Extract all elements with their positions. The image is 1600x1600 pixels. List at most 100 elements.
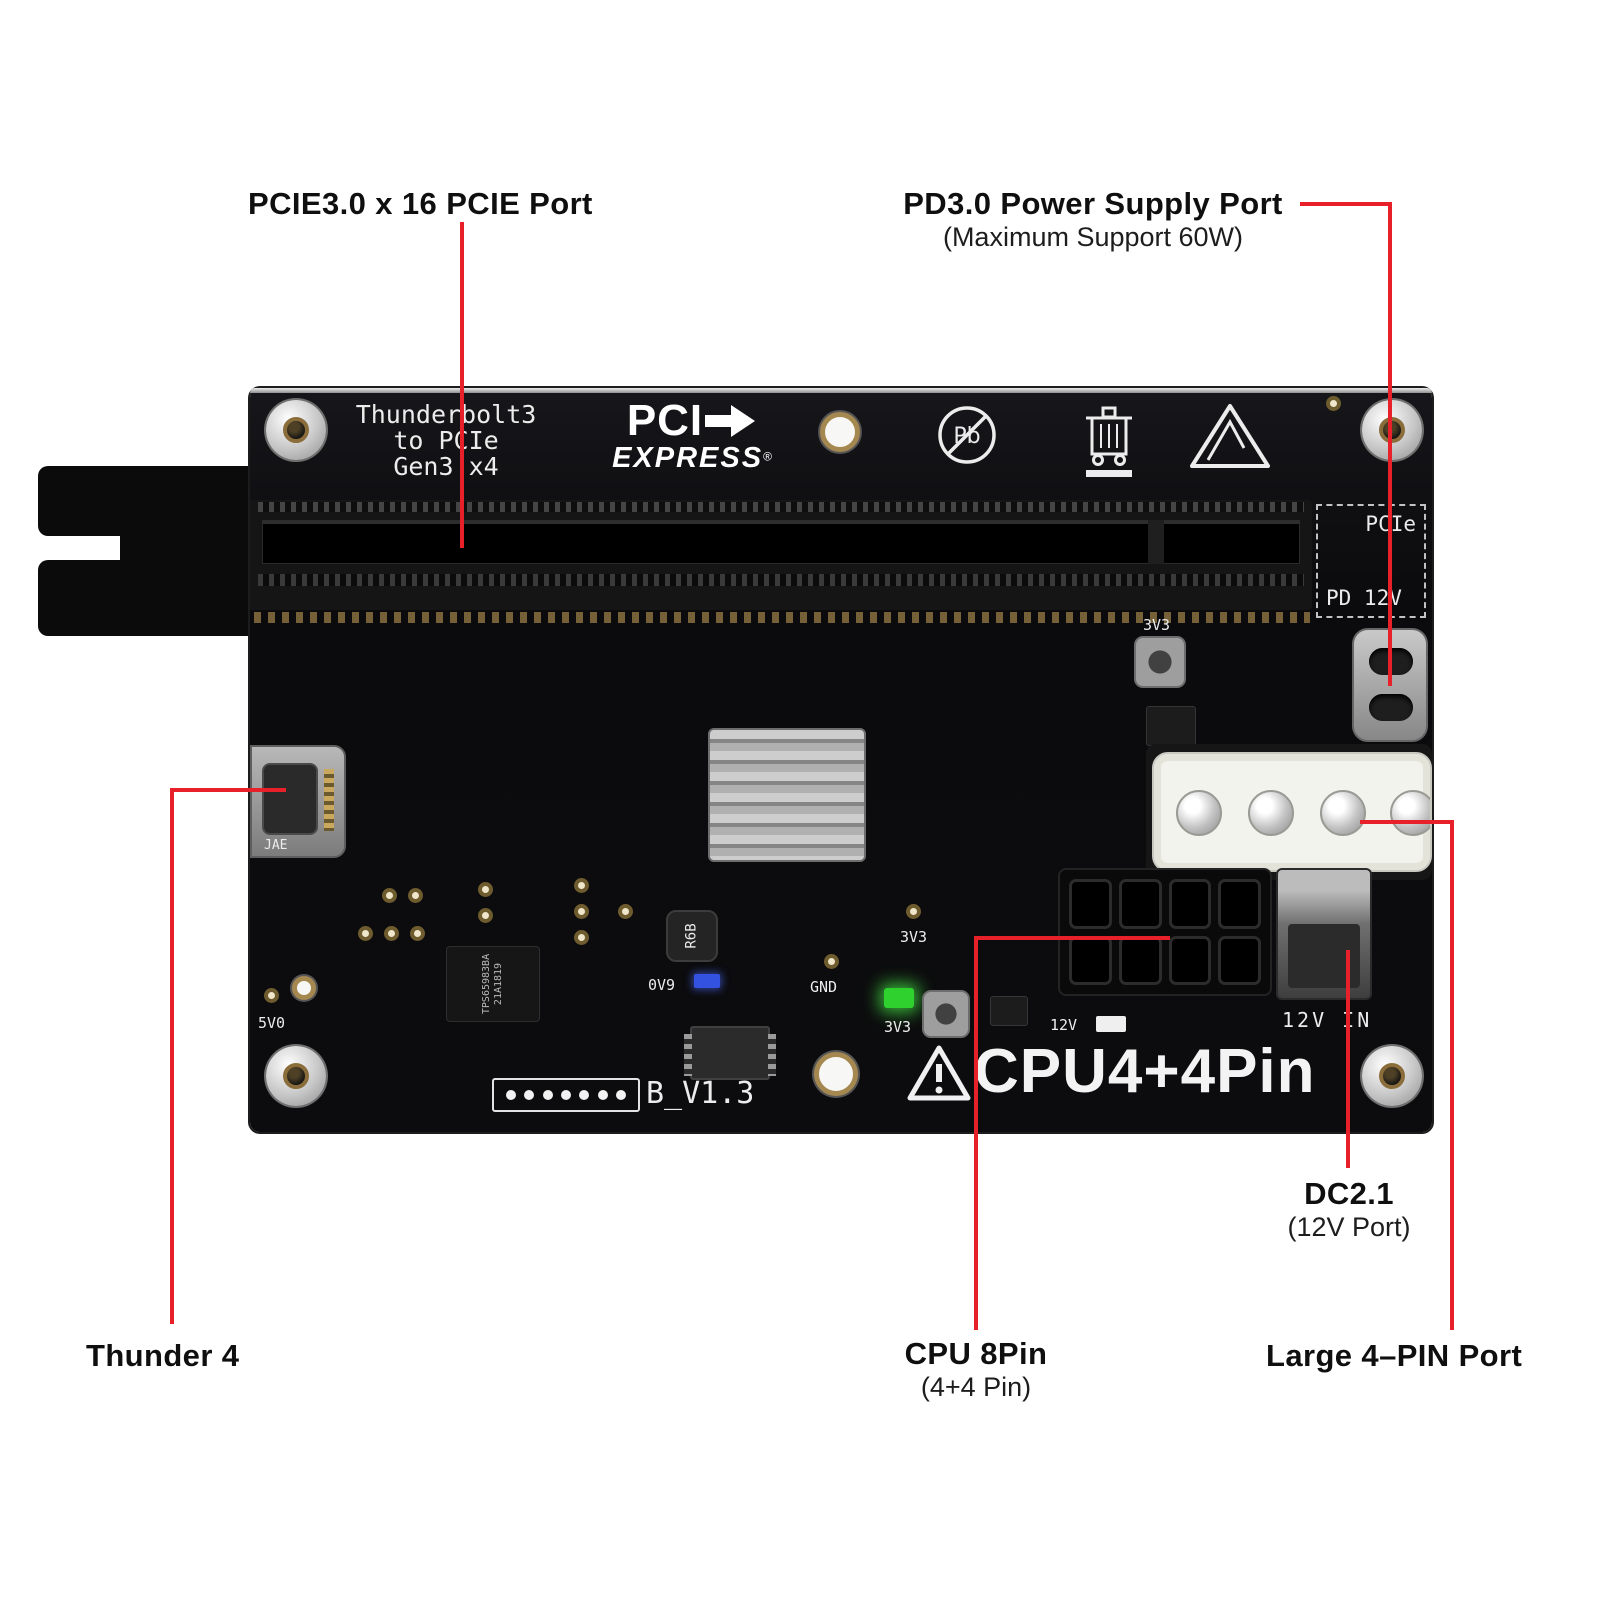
label-molex: Large 4–PIN Port [1266, 1338, 1523, 1373]
inductor-r6b: R6B [666, 910, 718, 962]
test-point [410, 926, 425, 941]
port-label-box: PCIe PD 12V [1316, 504, 1426, 618]
white-component [1096, 1016, 1126, 1032]
silkscreen-line-1: Thunderbolt3 [355, 400, 537, 429]
registered-mark: ® [763, 449, 772, 464]
slot-gold-pads [254, 612, 1310, 623]
silk-3v3-led: 3V3 [884, 1018, 912, 1036]
test-point [358, 926, 373, 941]
mounting-hole-top [820, 412, 860, 452]
soic-chip-top [1146, 706, 1196, 746]
test-point [824, 954, 839, 969]
inductor-mid [922, 990, 970, 1038]
footprint-pad [560, 1090, 571, 1100]
silkscreen-title: Thunderbolt3 to PCIe Gen3 x4 [346, 402, 546, 480]
weee-bin-icon [1086, 406, 1132, 477]
slot-pin-row-top [258, 502, 1304, 512]
molex-4pin-port [1152, 752, 1432, 872]
label-dc21-sub: (12V Port) [1287, 1212, 1411, 1242]
molex-pin-3 [1320, 790, 1366, 836]
soic-chip-bottom [684, 1026, 776, 1080]
cpu44pin-marking: CPU4+4Pin [974, 1037, 1316, 1106]
chip-marking-1: TPS65983BA [481, 953, 492, 1015]
silk-5v0: 5V0 [258, 1014, 286, 1032]
cpu-pin-hole [1168, 879, 1212, 929]
test-point [618, 904, 633, 919]
pb-free-icon: Pb [938, 406, 996, 464]
silkscreen-line-2: to PCIe [393, 426, 499, 455]
slot-key-notch [1148, 520, 1164, 564]
green-led [884, 988, 914, 1008]
standoff-top-right [1362, 400, 1422, 460]
board-version: B_V1.3 [646, 1076, 755, 1111]
pci-express-logo: PCI EXPRESS® [582, 396, 802, 475]
warning-icon [907, 1045, 971, 1101]
mounting-hole-bottom [814, 1052, 858, 1096]
footprint-pad [615, 1090, 626, 1100]
pcie-bracket-arm-bottom [38, 560, 168, 636]
slot-pin-row-bottom [258, 574, 1304, 586]
standoff-screw [283, 417, 309, 443]
triangle-mark-icon [1190, 404, 1270, 468]
standoff-screw [1379, 417, 1405, 443]
test-point [574, 904, 589, 919]
standoff-top-left [266, 400, 326, 460]
cpu-pin-hole [1069, 879, 1112, 929]
board-top-edge [250, 388, 1432, 393]
label-thunder4: Thunder 4 [86, 1338, 240, 1373]
test-point [1326, 396, 1341, 411]
silkscreen-line-3: Gen3 x4 [393, 452, 499, 481]
usb-c-pd-opening-1 [1369, 648, 1413, 675]
silk-r6b: R6B [683, 923, 700, 949]
standoff-bottom-right [1362, 1046, 1422, 1106]
molex-pin-4 [1390, 790, 1430, 836]
slot-channel [262, 520, 1300, 564]
label-dc21-title: DC2.1 [1304, 1176, 1394, 1211]
test-point [264, 988, 279, 1003]
cpu-pin-hole [1218, 935, 1261, 985]
controller-chip: TPS65983BA 21A1819 [446, 946, 540, 1022]
pci-arrow-icon [705, 405, 756, 437]
test-point [384, 926, 399, 941]
cpu-pin-hole [1168, 935, 1212, 985]
cpu-pin-hole [1118, 935, 1162, 985]
mounting-hole-small [292, 976, 316, 1000]
cpu-8pin-connector [1058, 868, 1272, 996]
label-pcie-slot: PCIE3.0 x 16 PCIE Port [248, 186, 593, 221]
test-point [906, 904, 921, 919]
pci-logo-text: PCI [626, 396, 704, 445]
silk-12v-in: 12V IN [1282, 1008, 1373, 1032]
dc-barrel-jack [1276, 868, 1372, 1000]
usb-c-pd-port [1352, 628, 1428, 742]
pcie-bracket-arm-top [38, 466, 168, 536]
label-cpu-8pin-title: CPU 8Pin [904, 1336, 1048, 1371]
silk-3v3-mid: 3V3 [900, 928, 928, 946]
blue-led [694, 974, 720, 988]
cpu-pin-hole [1218, 879, 1261, 929]
label-cpu-8pin: CPU 8Pin (4+4 Pin) [850, 1336, 1102, 1403]
standoff-screw [1379, 1063, 1405, 1089]
thunderbolt-port-pins [324, 769, 334, 831]
jae-marking: JAE [264, 838, 288, 853]
dc-jack-body [1288, 924, 1360, 988]
silk-12v: 12V [1050, 1016, 1078, 1034]
footprint-pad [524, 1090, 535, 1100]
test-point [478, 908, 493, 923]
soic-pins-left [684, 1034, 692, 1076]
cpu-pin-hole [1069, 935, 1112, 985]
label-pd-port-title: PD3.0 Power Supply Port [903, 186, 1283, 221]
test-point [574, 930, 589, 945]
cpu-pin-hole [1118, 879, 1162, 929]
label-pd-port: PD3.0 Power Supply Port (Maximum Support… [886, 186, 1300, 253]
small-chip-mid [990, 996, 1028, 1026]
test-point [382, 888, 397, 903]
pcie-x16-slot [250, 500, 1312, 610]
pd12v-port-label: PD 12V [1326, 586, 1402, 610]
silk-gnd: GND [810, 978, 838, 996]
footprint-pad [542, 1090, 553, 1100]
soic-pins-right [768, 1034, 776, 1076]
standoff-bottom-left [266, 1046, 326, 1106]
label-cpu-8pin-sub: (4+4 Pin) [920, 1372, 1032, 1402]
